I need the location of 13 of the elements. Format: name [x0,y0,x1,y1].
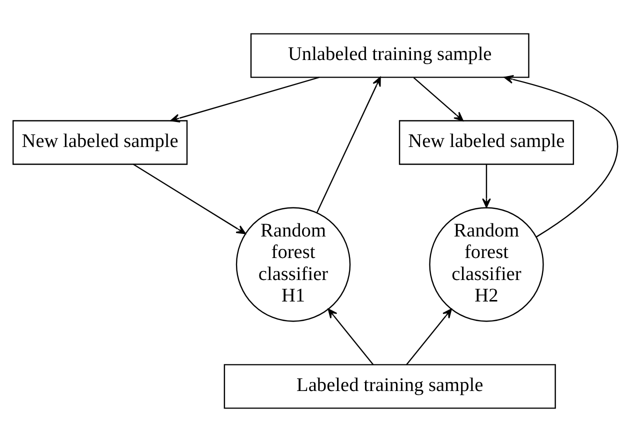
node-circle: Random forest classifier H2 [429,206,544,322]
arrow [482,164,491,208]
arrow [406,308,452,365]
arrow [328,308,374,365]
arrow [413,76,464,121]
node-box: New labeled sample [12,120,188,164]
arrow [170,76,320,122]
arrow [316,76,381,213]
arrow [132,163,246,234]
node-box: Unlabeled training sample [250,32,530,78]
arrow [504,74,618,237]
node-box: New labeled sample [398,120,574,164]
node-box: Labeled training sample [224,364,556,408]
